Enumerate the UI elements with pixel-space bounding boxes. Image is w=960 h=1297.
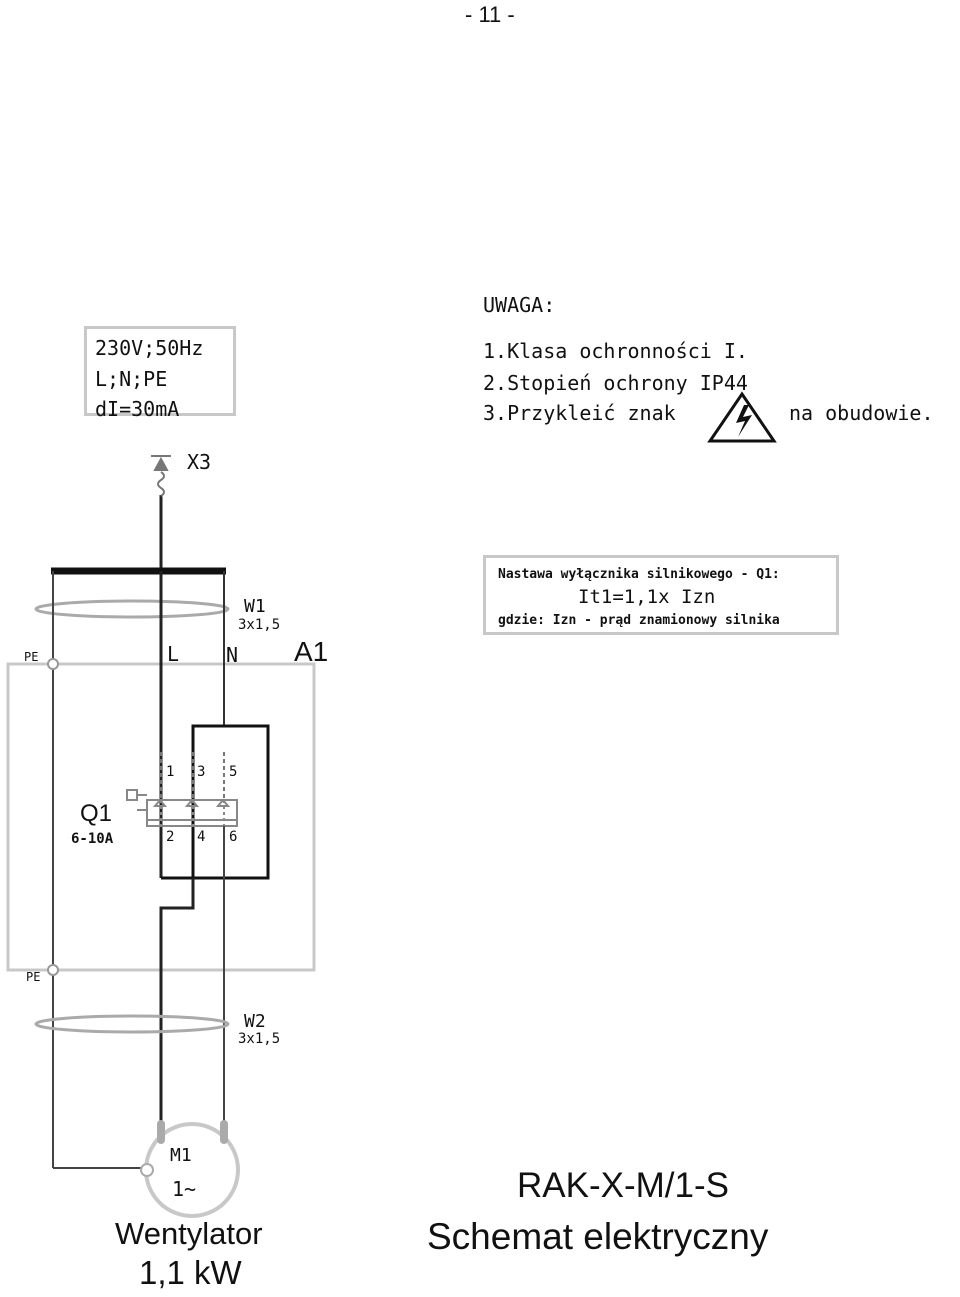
cable-w2-ellipse: [34, 1014, 230, 1034]
pe-terminal-top: [47, 658, 59, 670]
label-n: N: [226, 643, 239, 667]
device-power: 1,1 kW: [139, 1254, 242, 1291]
page-number: - 11 -: [465, 2, 515, 27]
note-2: 2.Stopień ochrony IP44: [483, 371, 748, 395]
note-3-pre: 3.Przykleić znak: [483, 401, 676, 425]
label-q1-range: 6-10A: [71, 831, 114, 847]
label-w1-spec: 3x1,5: [238, 617, 281, 633]
terminal-5: 5: [229, 764, 238, 780]
supply-conductors: L;N;PE: [95, 367, 168, 391]
setting-line-2: It1=1,1x Izn: [578, 586, 716, 608]
breaker-q1-symbol: [126, 789, 238, 827]
label-w1: W1: [244, 596, 266, 617]
cable-w1-ellipse: [34, 599, 230, 619]
label-pe-bottom: PE: [26, 970, 41, 984]
terminal-2: 2: [166, 829, 175, 845]
label-pe-top: PE: [24, 650, 39, 664]
model-name: RAK-X-M/1-S: [517, 1166, 729, 1205]
terminal-3: 3: [197, 764, 206, 780]
q1-loop: [161, 724, 270, 880]
device-name: Wentylator: [115, 1216, 263, 1251]
high-voltage-warning-icon: [707, 391, 777, 443]
motor-pe-terminal: [140, 1163, 154, 1177]
label-w2: W2: [244, 1011, 266, 1032]
terminal-4: 4: [197, 829, 206, 845]
note-1: 1.Klasa ochronności I.: [483, 339, 748, 363]
setting-line-1: Nastawa wyłącznika silnikowego - Q1:: [498, 567, 780, 582]
terminal-1: 1: [166, 764, 175, 780]
breaker-setting-box: Nastawa wyłącznika silnikowego - Q1: It1…: [483, 555, 839, 635]
supply-info-box: [84, 326, 236, 416]
notes-title: UWAGA:: [483, 293, 556, 317]
connector-x3-symbol: [151, 455, 171, 497]
label-x3: X3: [187, 450, 212, 474]
label-m1: M1: [170, 1145, 192, 1166]
label-w2-spec: 3x1,5: [238, 1031, 281, 1047]
terminal-6: 6: [229, 829, 238, 845]
pe-terminal-bottom: [47, 964, 59, 976]
document-title: Schemat elektryczny: [427, 1216, 769, 1257]
setting-line-3: gdzie: Izn - prąd znamionowy silnika: [498, 613, 780, 628]
label-q1: Q1: [80, 800, 113, 827]
label-a1: A1: [294, 636, 329, 667]
supply-rcd: dI=30mA: [95, 397, 180, 421]
label-l: L: [167, 642, 180, 666]
supply-voltage: 230V;50Hz: [95, 336, 204, 360]
output-wire-u: [159, 878, 195, 1140]
note-3-post: na obudowie.: [789, 401, 934, 425]
label-m1-type: 1~: [172, 1177, 197, 1201]
